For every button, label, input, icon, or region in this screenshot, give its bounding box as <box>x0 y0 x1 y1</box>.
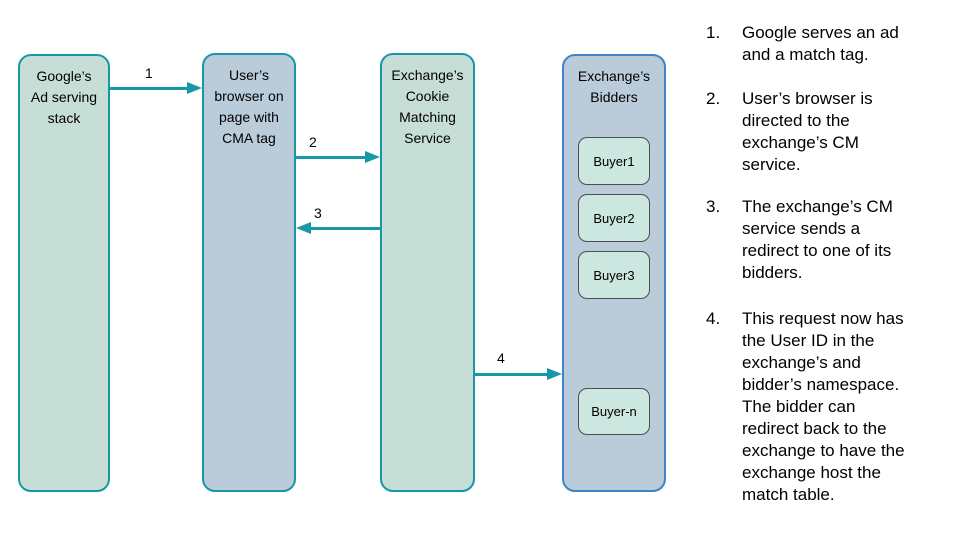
step-2-number: 2. <box>706 89 721 108</box>
step-4: 4. This request now has the User ID in t… <box>706 308 956 506</box>
arrow-left-icon <box>296 222 311 234</box>
step-3-number: 3. <box>706 197 721 216</box>
buyer-n-box: Buyer-n <box>578 388 650 435</box>
arrow-3-label: 3 <box>314 205 322 221</box>
node-google-ad-stack-label: Google’s Ad serving stack <box>30 68 98 126</box>
buyer-1-label: Buyer1 <box>593 153 635 169</box>
buyer-3-box: Buyer3 <box>578 251 650 299</box>
node-exchange-bidders: Exchange’s Bidders Buyer1 Buyer2 Buyer3 … <box>562 54 666 492</box>
buyer-2-label: Buyer2 <box>593 210 635 226</box>
step-1: 1. Google serves an ad and a match tag. <box>706 22 956 66</box>
buyer-1-box: Buyer1 <box>578 137 650 185</box>
buyer-2-box: Buyer2 <box>578 194 650 242</box>
arrow-4-shaft <box>475 372 547 376</box>
arrow-3-cm-to-browser <box>296 222 380 234</box>
node-google-ad-stack: Google’s Ad serving stack <box>18 54 110 492</box>
step-2-text: User’s browser is directed to the exchan… <box>742 89 873 174</box>
arrow-4-label: 4 <box>497 350 505 366</box>
node-exchange-cm-service-label: Exchange’s Cookie Matching Service <box>391 67 464 146</box>
step-4-number: 4. <box>706 309 721 328</box>
step-2: 2. User’s browser is directed to the exc… <box>706 88 956 176</box>
arrow-right-icon <box>187 82 202 94</box>
arrow-2-browser-to-cm <box>296 151 380 163</box>
arrow-3-shaft <box>311 226 380 230</box>
arrow-1-shaft <box>110 86 187 90</box>
node-user-browser-label: User’s browser on page with CMA tag <box>214 67 284 146</box>
arrow-4-cm-to-bidders <box>475 368 562 380</box>
step-4-text: This request now has the User ID in the … <box>742 309 905 504</box>
step-3: 3. The exchange’s CM service sends a red… <box>706 196 956 284</box>
step-3-text: The exchange’s CM service sends a redire… <box>742 197 893 282</box>
node-exchange-bidders-label: Exchange’s Bidders <box>577 68 651 105</box>
arrow-right-icon <box>365 151 380 163</box>
step-1-number: 1. <box>706 23 721 42</box>
node-user-browser: User’s browser on page with CMA tag <box>202 53 296 492</box>
node-exchange-cm-service: Exchange’s Cookie Matching Service <box>380 53 475 492</box>
arrow-right-icon <box>547 368 562 380</box>
arrow-1-label: 1 <box>145 65 153 81</box>
arrow-2-shaft <box>296 155 365 159</box>
arrow-2-label: 2 <box>309 134 317 150</box>
arrow-1-google-to-browser <box>110 82 202 94</box>
buyer-3-label: Buyer3 <box>593 267 635 283</box>
step-1-text: Google serves an ad and a match tag. <box>742 23 899 64</box>
buyer-n-label: Buyer-n <box>591 404 637 419</box>
